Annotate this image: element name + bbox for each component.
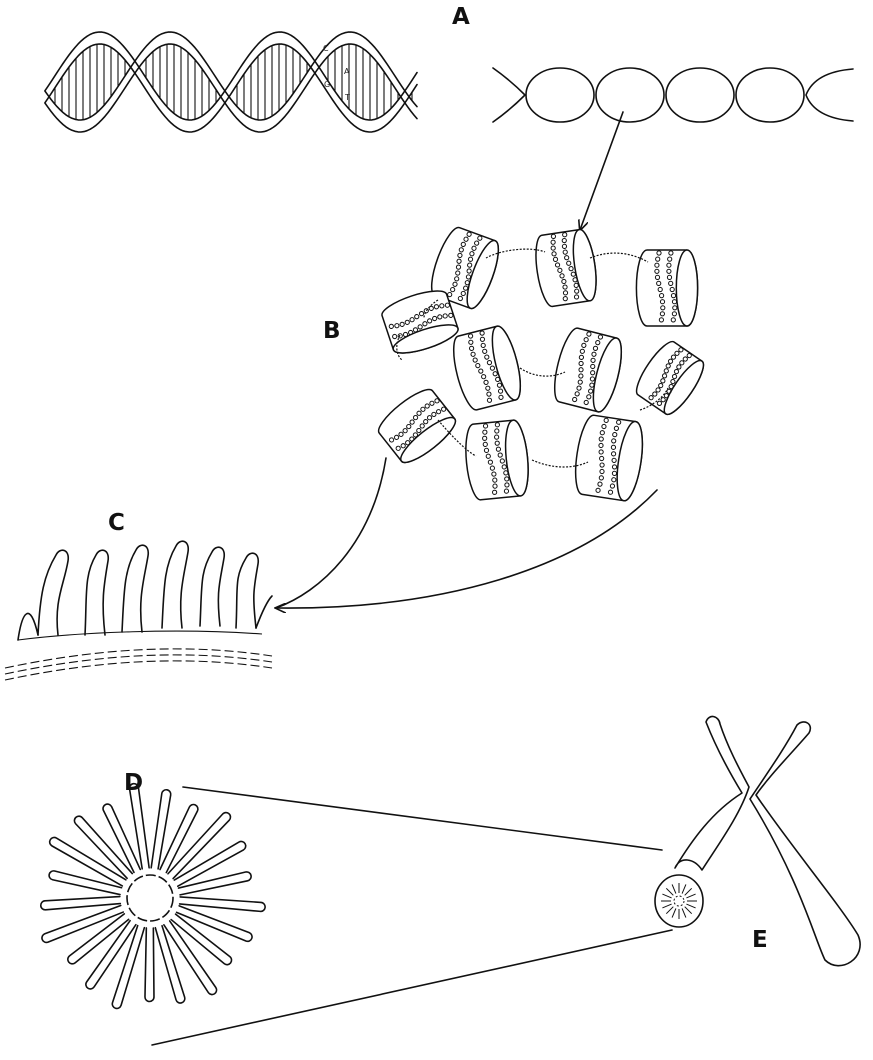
rosette-loop [145, 928, 154, 1002]
cross-section-ray [662, 894, 671, 898]
arrow-solenoid-right [276, 490, 657, 608]
cross-section-ray [666, 907, 673, 914]
chromatin-loops [18, 541, 272, 640]
rosette-loop [180, 896, 266, 912]
cross-section-ray [686, 904, 695, 908]
chromatin-loop [162, 541, 188, 628]
arrow-chain-to-solenoid [580, 112, 623, 230]
rosette-loop-outline [180, 896, 266, 912]
rosette-loop [111, 925, 145, 1009]
rosette-loop [171, 913, 234, 966]
nucleosome [549, 326, 627, 415]
rosette-loop [178, 871, 252, 896]
helix-strand-2-edge [45, 32, 417, 120]
label-c: C [108, 510, 125, 536]
cross-section-ray [685, 888, 692, 895]
projection-line-top [183, 787, 662, 850]
chromatin-loop [122, 545, 148, 632]
base-letter-t: T [344, 93, 350, 102]
chromatin-loop [38, 550, 68, 635]
chromatin-loop [85, 550, 108, 635]
base-letter-a: A [344, 67, 350, 76]
rosette-loop-outline [171, 913, 234, 966]
cross-section-ray [662, 904, 671, 908]
nucleosome [373, 383, 460, 468]
rosette-loop-outline [150, 789, 171, 869]
rosette-loop [150, 789, 171, 869]
nucleosome-solenoid [373, 224, 709, 502]
chromatin-loop [200, 547, 224, 626]
rosette-loop-outline [48, 870, 122, 896]
label-a: A [452, 4, 470, 30]
rosette-loop [48, 870, 122, 896]
arrow-solenoid-left [276, 458, 386, 608]
loop-base-line [18, 631, 262, 640]
cross-section-ray [666, 888, 673, 895]
dna-double-helix [45, 32, 417, 132]
label-b: B [323, 318, 341, 344]
rosette-loop [66, 913, 129, 966]
nucleosome [463, 419, 531, 501]
cross-section-ray [682, 908, 686, 917]
base-letter-g: G [324, 80, 330, 89]
nucleosome [636, 250, 697, 326]
cross-section-ray [685, 907, 692, 914]
rosette-loop [73, 814, 133, 879]
cross-section-rays [661, 883, 697, 919]
nucleosome [532, 228, 600, 308]
helix-strand-1-edge [45, 32, 417, 120]
rosette-loop-outline [167, 811, 232, 879]
nucleosome-bead-chain [493, 68, 853, 122]
cross-section-ray [672, 884, 676, 893]
nucleosome-face [676, 250, 697, 326]
rosette-loop-outline [111, 925, 145, 1009]
nucleosome [448, 324, 526, 413]
projection-line-bottom [152, 930, 672, 1045]
label-e: E [752, 927, 768, 953]
chromatin-loop-edge [18, 613, 38, 640]
scaffold-dashed-lines [5, 649, 272, 680]
rosette-loop-outline [66, 913, 129, 966]
nucleosome [631, 337, 710, 419]
rosette-loop-outline [40, 896, 120, 911]
loop-rosette-cross-section [40, 783, 265, 1010]
rosette-loop-outline [73, 814, 133, 879]
chromatin-loop [236, 553, 258, 628]
cross-section-ray [672, 908, 676, 917]
rosette-loop-outline [178, 871, 252, 896]
cross-section-ray [682, 884, 686, 893]
rosette-loop [167, 811, 232, 879]
nucleosome [571, 414, 647, 503]
rosette-core [127, 875, 173, 921]
base-letter-c: C [323, 44, 329, 53]
cross-section-ray [686, 894, 695, 898]
chromatin-loop-edge [256, 596, 272, 628]
rosette-loop-outline [145, 928, 154, 1002]
rosette-loop [40, 896, 120, 911]
